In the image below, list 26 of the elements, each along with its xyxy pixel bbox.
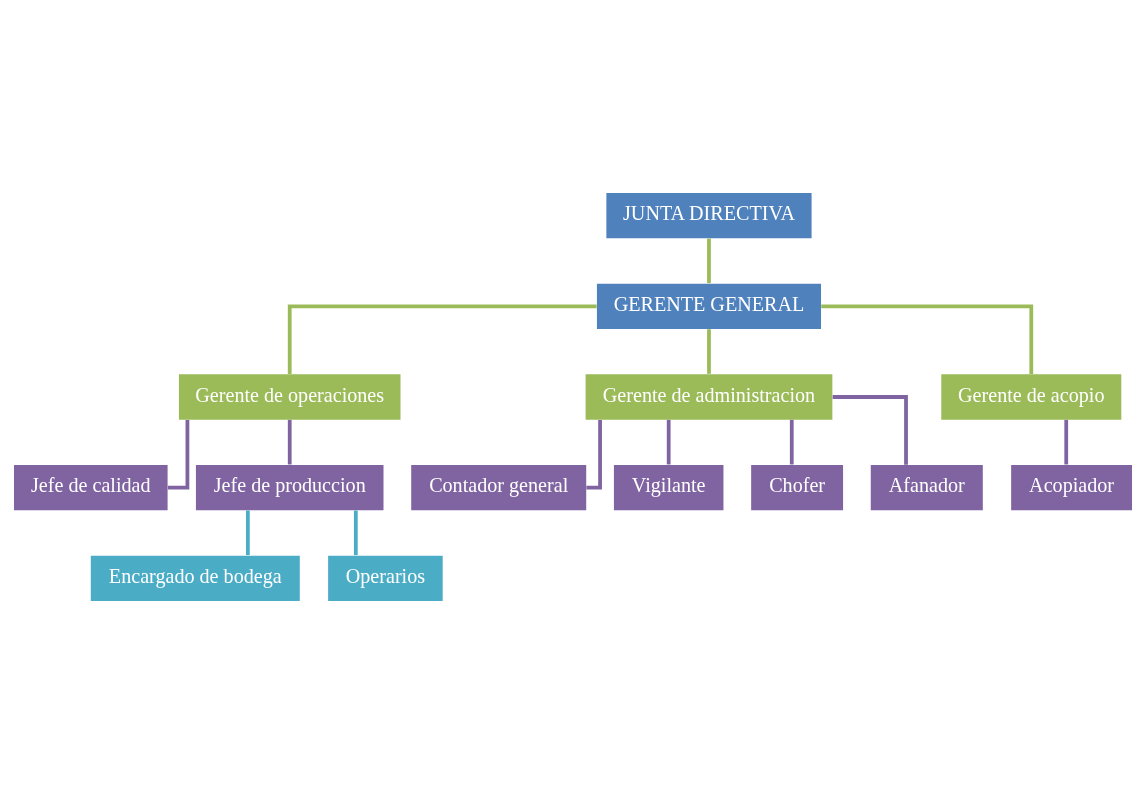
node-box: GERENTE GENERAL xyxy=(596,283,822,329)
node-box: Gerente de acopio xyxy=(941,373,1122,420)
connector xyxy=(832,394,908,465)
connector xyxy=(789,419,794,464)
node-box: Afanador xyxy=(870,464,983,510)
connector xyxy=(287,419,292,464)
node-box: Operarios xyxy=(328,555,443,601)
node-box: Gerente de operaciones xyxy=(178,373,401,420)
node-box: JUNTA DIRECTIVA xyxy=(606,192,812,238)
node-box: Jefe de calidad xyxy=(14,464,168,510)
connector xyxy=(666,419,671,464)
node-box: Chofer xyxy=(751,464,844,510)
node-box: Encargado de bodega xyxy=(90,555,300,601)
connector xyxy=(245,510,250,555)
connector xyxy=(707,328,711,374)
node-box: Jefe de produccion xyxy=(195,464,384,510)
connector xyxy=(707,238,711,283)
node-box: Gerente de administracion xyxy=(585,373,833,420)
connector xyxy=(287,303,597,374)
node-box: Contador general xyxy=(411,464,587,510)
node-box: Vigilante xyxy=(613,464,724,510)
connector xyxy=(586,419,602,490)
connector xyxy=(1064,419,1069,464)
node-box: Acopiador xyxy=(1011,464,1132,510)
connector xyxy=(821,303,1034,374)
connector xyxy=(353,510,358,555)
